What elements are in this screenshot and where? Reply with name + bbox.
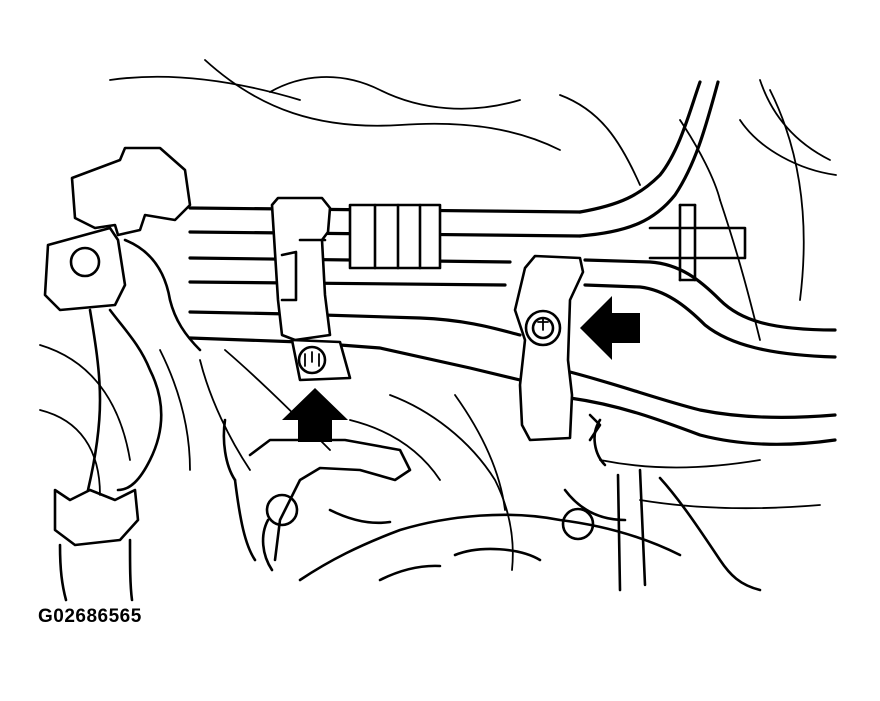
right-clamp — [513, 254, 585, 442]
upper-clamp-bolt-arrow — [580, 296, 640, 360]
left-clamp — [270, 196, 352, 382]
pipe-union — [348, 203, 442, 270]
left-bracket — [43, 146, 202, 602]
background-engine-contours — [39, 59, 837, 571]
lower-clamp-bolt-arrow — [282, 388, 348, 442]
fuel-pipes — [188, 80, 837, 446]
figure-id-label: G02686565 — [38, 606, 142, 627]
engine-block-lower — [222, 413, 762, 592]
right-bolt — [648, 203, 747, 282]
